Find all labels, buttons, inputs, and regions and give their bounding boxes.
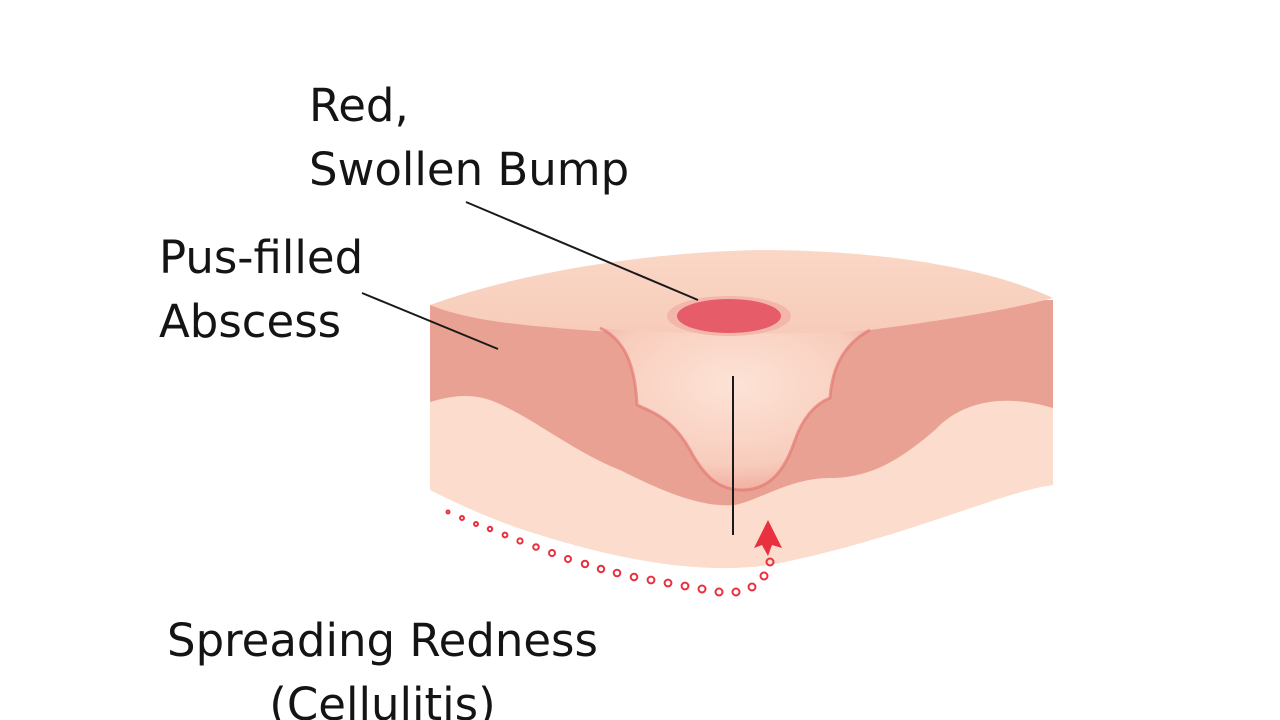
abscess-funnel (600, 328, 870, 490)
leader-line-abscess (361, 292, 499, 350)
label-cellulitis-line1: Spreading Redness (167, 614, 598, 667)
label-pus-filled-abscess: Pus-filled Abscess (159, 226, 363, 354)
bump-center (677, 299, 781, 333)
label-abscess-line1: Pus-filled (159, 231, 364, 284)
label-spreading-redness: Spreading Redness (Cellulitis) (167, 609, 598, 720)
spread-arrowhead (754, 520, 782, 556)
label-red-swollen-bump: Red, Swollen Bump (309, 74, 629, 202)
label-bump-line1: Red, (309, 79, 409, 132)
label-abscess-line2: Abscess (159, 295, 342, 348)
spread-dots (445, 509, 775, 597)
leader-line-bump (465, 201, 699, 301)
label-bump-line2: Swollen Bump (309, 143, 630, 196)
abscess-funnel-edge (599, 326, 871, 492)
skin-surface (430, 250, 1053, 336)
label-cellulitis-line2: (Cellulitis) (269, 678, 496, 720)
